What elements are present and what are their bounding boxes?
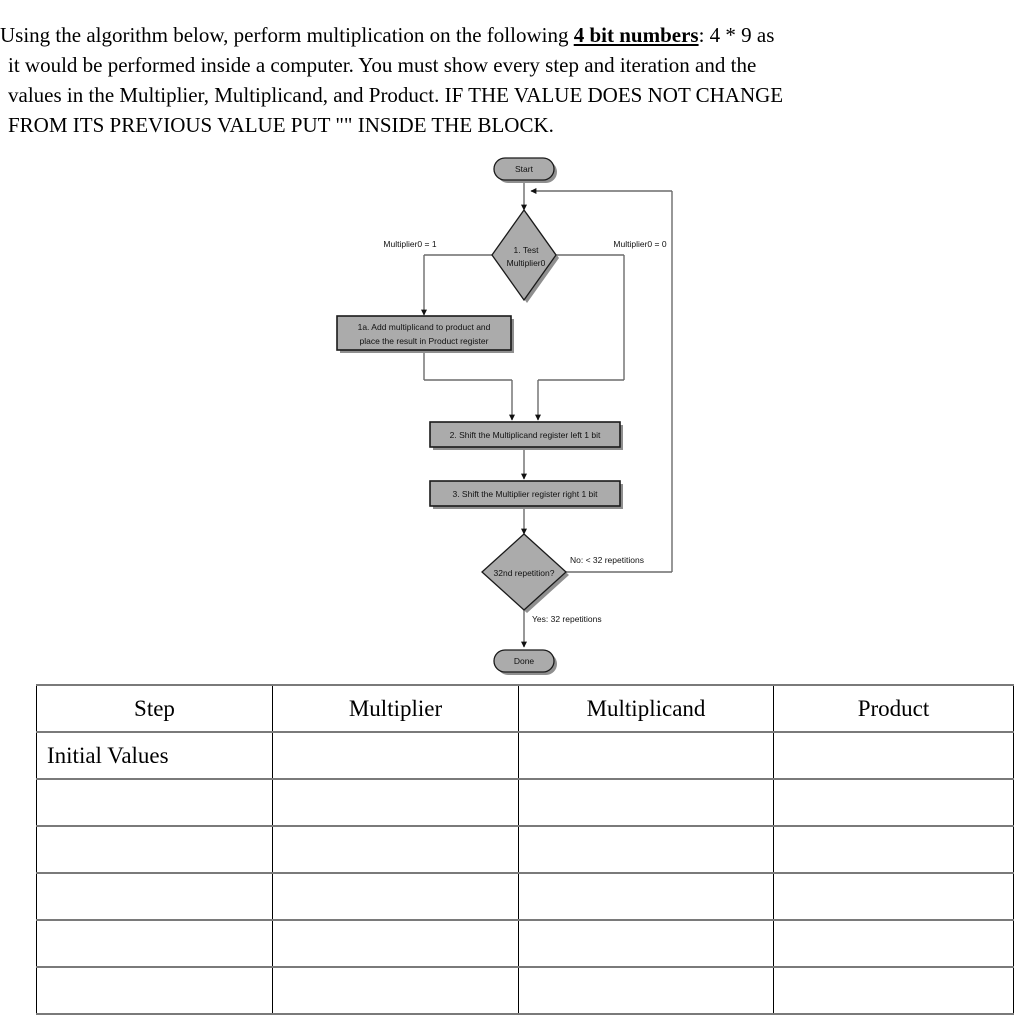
question-prompt: Using the algorithm below, perform multi… xyxy=(0,20,1020,140)
table-row xyxy=(36,966,1014,1015)
question-line-1-part-1: Using the algorithm below, perform multi… xyxy=(0,23,574,47)
table-row xyxy=(36,778,1014,827)
question-line-1: Using the algorithm below, perform multi… xyxy=(0,20,1020,50)
table-row: Initial Values xyxy=(36,731,1014,780)
table-row xyxy=(36,919,1014,968)
table-header-multiplier: Multiplier xyxy=(272,684,519,733)
step-3-label: 3. Shift the Multiplier register right 1… xyxy=(452,489,598,499)
question-line-3: values in the Multiplier, Multiplicand, … xyxy=(8,83,784,107)
cell-product[interactable] xyxy=(773,966,1014,1015)
cell-multiplicand[interactable] xyxy=(518,966,774,1015)
cell-product[interactable] xyxy=(773,872,1014,921)
cell-product[interactable] xyxy=(773,825,1014,874)
table-header-row: Step Multiplier Multiplicand Product xyxy=(36,684,1014,733)
cell-product[interactable] xyxy=(773,731,1014,780)
cell-step[interactable] xyxy=(36,966,273,1015)
cell-multiplier[interactable] xyxy=(272,966,519,1015)
cell-step[interactable] xyxy=(36,919,273,968)
cell-product[interactable] xyxy=(773,919,1014,968)
flowchart-node-test-multiplier0: 1. Test Multiplier0 xyxy=(491,208,559,303)
flowchart-node-step-1a: 1a. Add multiplicand to product and plac… xyxy=(336,315,514,353)
cell-multiplicand[interactable] xyxy=(518,825,774,874)
cell-step[interactable] xyxy=(36,872,273,921)
cell-multiplier[interactable] xyxy=(272,825,519,874)
cell-multiplicand[interactable] xyxy=(518,731,774,780)
question-line-2: it would be performed inside a computer.… xyxy=(8,53,757,77)
question-line-4: FROM ITS PREVIOUS VALUE PUT "" INSIDE TH… xyxy=(8,113,554,137)
flowchart-node-step-3: 3. Shift the Multiplier register right 1… xyxy=(429,480,623,509)
multiplication-steps-table: Step Multiplier Multiplicand Product Ini… xyxy=(36,684,1014,1015)
cell-multiplicand[interactable] xyxy=(518,872,774,921)
cell-step[interactable]: Initial Values xyxy=(36,731,273,780)
cell-multiplier[interactable] xyxy=(272,731,519,780)
table-row xyxy=(36,872,1014,921)
cell-multiplicand[interactable] xyxy=(518,778,774,827)
table-header-step: Step xyxy=(36,684,273,733)
edge-label-multiplier0-equals-1: Multiplier0 = 1 xyxy=(383,239,436,249)
flowchart-node-start: Start xyxy=(493,157,557,183)
table-row xyxy=(36,825,1014,874)
cell-multiplicand[interactable] xyxy=(518,919,774,968)
start-node-label: Start xyxy=(515,164,534,174)
multiplication-algorithm-flowchart: Start 1. Test Multiplier0 Multiplier0 = … xyxy=(0,150,1036,680)
cell-product[interactable] xyxy=(773,778,1014,827)
table-header-product: Product xyxy=(773,684,1014,733)
step-1a-label-line2: place the result in Product register xyxy=(360,336,489,346)
test-node-label-line2: Multiplier0 xyxy=(507,258,546,268)
question-line-1-part-2: : 4 * 9 as xyxy=(698,23,775,47)
step-1a-label-line1: 1a. Add multiplicand to product and xyxy=(358,322,491,332)
edge-label-no-less-than-32-repetitions: No: < 32 repetitions xyxy=(570,555,644,565)
flowchart-node-done: Done xyxy=(493,649,557,675)
cell-multiplier[interactable] xyxy=(272,778,519,827)
flowchart-connectors xyxy=(421,182,673,648)
cell-step[interactable] xyxy=(36,825,273,874)
table-header-multiplicand: Multiplicand xyxy=(518,684,774,733)
cell-multiplier[interactable] xyxy=(272,872,519,921)
step-2-label: 2. Shift the Multiplicand register left … xyxy=(450,430,601,440)
flowchart-node-32nd-repetition: 32nd repetition? xyxy=(481,533,569,613)
cell-step[interactable] xyxy=(36,778,273,827)
cell-multiplier[interactable] xyxy=(272,919,519,968)
done-node-label: Done xyxy=(514,656,535,666)
test-node-label-line1: 1. Test xyxy=(514,245,540,255)
edge-label-multiplier0-equals-0: Multiplier0 = 0 xyxy=(613,239,666,249)
edge-label-yes-32-repetitions: Yes: 32 repetitions xyxy=(532,614,602,624)
question-emphasis-4-bit-numbers: 4 bit numbers xyxy=(573,23,699,47)
flowchart-node-step-2: 2. Shift the Multiplicand register left … xyxy=(429,421,623,450)
repetition-node-label: 32nd repetition? xyxy=(494,568,555,578)
